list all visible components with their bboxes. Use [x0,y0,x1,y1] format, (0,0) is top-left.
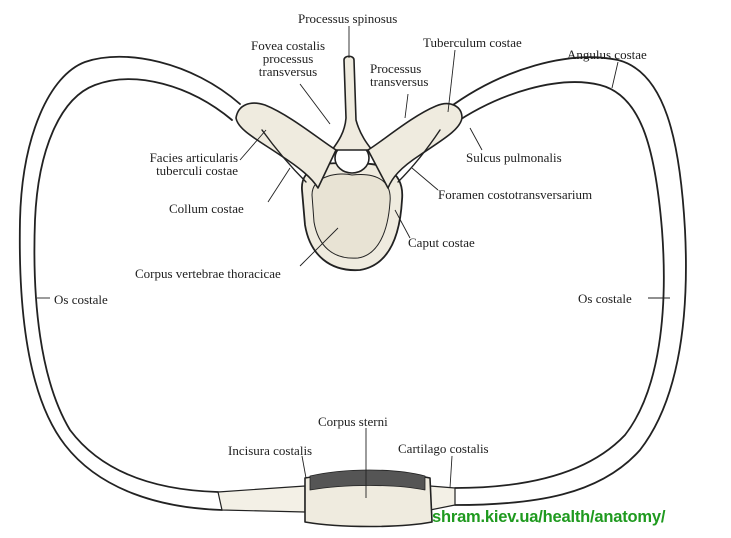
label-processus-transversus: Processus transversus [370,62,429,88]
label-tuberculum-costae: Tuberculum costae [423,36,522,49]
label-sulcus-pulmonalis: Sulcus pulmonalis [466,151,562,164]
leader-angulus-costae [612,62,618,88]
leader-cartilago-costalis [450,456,452,488]
leader-tuberculum-costae [448,50,455,112]
label-incisura-costalis: Incisura costalis [228,444,312,457]
label-corpus-vertebrae-thoracicae: Corpus vertebrae thoracicae [135,267,281,280]
leader-incisura-costalis [302,456,306,478]
right-rib-outer [452,82,664,488]
right-rib-inner [446,57,686,505]
left-cartilage [218,486,305,512]
label-os-costale-right: Os costale [578,292,632,305]
leader-collum-costae [268,168,290,202]
leader-sulcus-pulmonalis [470,128,482,150]
label-processus-transversus-line2: transversus [370,75,429,88]
label-angulus-costae: Angulus costae [567,48,647,61]
label-facies-articularis-line2: tuberculi costae [120,164,238,177]
left-rib-inner [20,57,240,510]
watermark-url: shram.kiev.ua/health/anatomy/ [432,508,665,527]
right-cartilage [430,486,455,510]
left-transverse-process [236,103,336,188]
leader-fovea-costalis [300,84,330,124]
label-caput-costae: Caput costae [408,236,475,249]
right-transverse-process [368,104,462,188]
leader-processus-transversus [405,94,408,118]
label-collum-costae: Collum costae [169,202,244,215]
label-foramen-costotransversarium: Foramen costotransversarium [438,188,592,201]
left-rib-outer [34,79,232,492]
label-facies-articularis: Facies articularis tuberculi costae [120,151,238,177]
label-fovea-costalis: Fovea costalis processus transversus [236,39,340,78]
label-cartilago-costalis: Cartilago costalis [398,442,489,455]
label-processus-spinosus: Processus spinosus [298,12,397,25]
label-corpus-sterni: Corpus sterni [318,415,388,428]
label-fovea-costalis-line3: transversus [236,65,340,78]
leader-foramen [412,168,438,190]
label-os-costale-left: Os costale [54,293,108,306]
